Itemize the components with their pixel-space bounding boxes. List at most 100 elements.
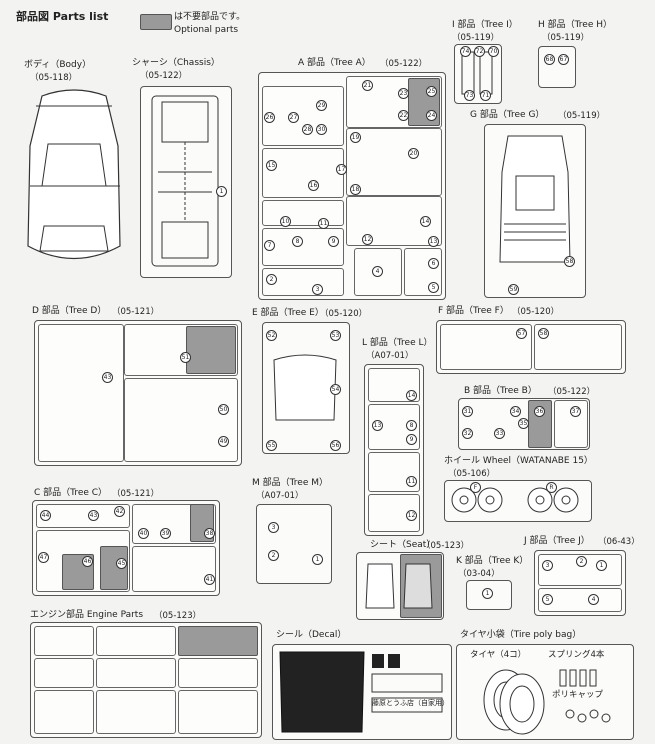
- tree-e-number: 53: [330, 330, 341, 341]
- tree-l-number: 8: [406, 420, 417, 431]
- tree-m-number: 1: [312, 554, 323, 565]
- tree-i-number: 71: [480, 90, 491, 101]
- tree-b-number: 36: [534, 406, 545, 417]
- tree-g-drawing: [499, 135, 571, 263]
- tree-i-number: 70: [488, 46, 499, 57]
- tree-l-number: 11: [406, 476, 417, 487]
- tree-a-number: 30: [316, 124, 327, 135]
- tree-a-number: 17: [336, 164, 347, 175]
- tree-l-number: 12: [406, 510, 417, 521]
- tree-e-drawing: [273, 354, 337, 421]
- seat-drawing: [365, 563, 433, 609]
- tree-a-number: 23: [398, 88, 409, 99]
- tree-h-number: 68: [544, 54, 555, 65]
- tree-a-number: 8: [292, 236, 303, 247]
- tree-b-label: B 部品（Tree B）: [464, 386, 537, 396]
- tree-d-number: 51: [180, 352, 191, 363]
- chassis-number: 1: [216, 186, 227, 197]
- tree-h-frame: [538, 46, 576, 88]
- tree-c-number: 45: [116, 558, 127, 569]
- tree-c-code: （05-121）: [112, 489, 160, 499]
- tree-c-number: 44: [40, 510, 51, 521]
- wheel-number: F: [470, 482, 481, 493]
- tree-a-cell: [346, 128, 442, 196]
- tree-a-cell: [262, 228, 344, 266]
- chassis-label: シャーシ（Chassis）: [132, 58, 220, 68]
- tree-e-number: 54: [330, 384, 341, 395]
- tree-c-label: C 部品（Tree C）: [34, 488, 108, 498]
- tree-f-label: F 部品（Tree F）: [438, 306, 509, 316]
- tree-l-number: 14: [406, 390, 417, 401]
- tree-a-code: （05-122）: [380, 59, 428, 69]
- tree-c-number: 47: [38, 552, 49, 563]
- tree-a-number: 13: [428, 236, 439, 247]
- tire-text: タイヤ（4コ）: [470, 650, 527, 660]
- tree-a-number: 19: [350, 132, 361, 143]
- tree-e-label: E 部品（Tree E）: [252, 308, 324, 318]
- tree-c-number: 46: [82, 556, 93, 567]
- tree-e-number: 55: [266, 440, 277, 451]
- tree-a-number: 10: [280, 216, 291, 227]
- wheel-label: ホイール Wheel（WATANABE 15）: [444, 456, 593, 466]
- engine-cell: [34, 626, 94, 656]
- optional-legend-swatch: [140, 14, 172, 30]
- tree-b-number: 31: [462, 406, 473, 417]
- decal-label: シール（Decal）: [276, 630, 347, 640]
- wheel-number: R: [546, 482, 557, 493]
- tree-l-number: 13: [372, 420, 383, 431]
- tree-i-number: 73: [464, 90, 475, 101]
- tree-e-number: 56: [330, 440, 341, 451]
- tree-k-code: （03-04）: [458, 569, 500, 579]
- tree-c-cell: [132, 546, 216, 592]
- engine-cell: [34, 690, 94, 734]
- tree-e-code: （05-120）: [320, 309, 368, 319]
- tree-a-number: 27: [288, 112, 299, 123]
- decal-drawing: [279, 651, 443, 733]
- tree-h-label: H 部品（Tree H）: [538, 20, 613, 30]
- tree-a-number: 7: [264, 240, 275, 251]
- tree-b-code: （05-122）: [548, 387, 596, 397]
- tree-c-optional: [100, 546, 128, 590]
- tree-c-number: 43: [88, 510, 99, 521]
- decal-caption: 藤原とうふ店（自家用）: [372, 699, 449, 707]
- wheel-code: （05-106）: [448, 469, 496, 479]
- tree-a-number: 24: [426, 110, 437, 121]
- tree-d-number: 43: [102, 372, 113, 383]
- tree-d-cell: [124, 378, 238, 462]
- chassis-code: （05-122）: [140, 71, 188, 81]
- tree-a-number: 21: [362, 80, 373, 91]
- tree-a-number: 4: [372, 266, 383, 277]
- tree-a-number: 6: [428, 258, 439, 269]
- tree-c-number: 41: [204, 574, 215, 585]
- tree-f-number: 57: [516, 328, 527, 339]
- tree-a-number: 20: [408, 148, 419, 159]
- tree-h-code: （05-119）: [542, 33, 590, 43]
- tree-i-label: I 部品（Tree I）: [452, 20, 518, 30]
- body-code: （05-118）: [30, 73, 78, 83]
- tree-j-number: 3: [542, 560, 553, 571]
- tree-a-number: 2: [266, 274, 277, 285]
- tree-h-number: 67: [558, 54, 569, 65]
- tree-a-label: A 部品（Tree A）: [298, 58, 371, 68]
- tree-l-number: 9: [406, 434, 417, 445]
- tree-c-number: 38: [204, 528, 215, 539]
- tire-label: タイヤ小袋（Tire poly bag）: [460, 630, 582, 640]
- tree-a-number: 15: [266, 160, 277, 171]
- tree-e-number: 52: [266, 330, 277, 341]
- tree-a-number: 14: [420, 216, 431, 227]
- engine-cell: [96, 690, 176, 734]
- chassis-drawing: [151, 95, 219, 267]
- tree-g-number: 59: [508, 284, 519, 295]
- tree-i-number: 72: [474, 46, 485, 57]
- tree-a-number: 9: [328, 236, 339, 247]
- tree-d-number: 49: [218, 436, 229, 447]
- tree-j-code: （06-43）: [598, 537, 640, 547]
- tree-a-number: 3: [312, 284, 323, 295]
- tree-g-number: 58: [564, 256, 575, 267]
- tree-c-number: 40: [138, 528, 149, 539]
- tree-b-number: 33: [494, 428, 505, 439]
- engine-code: （05-123）: [154, 611, 202, 621]
- tree-a-cell: [262, 200, 344, 226]
- tree-b-number: 34: [510, 406, 521, 417]
- wheel-drawing: [451, 487, 579, 513]
